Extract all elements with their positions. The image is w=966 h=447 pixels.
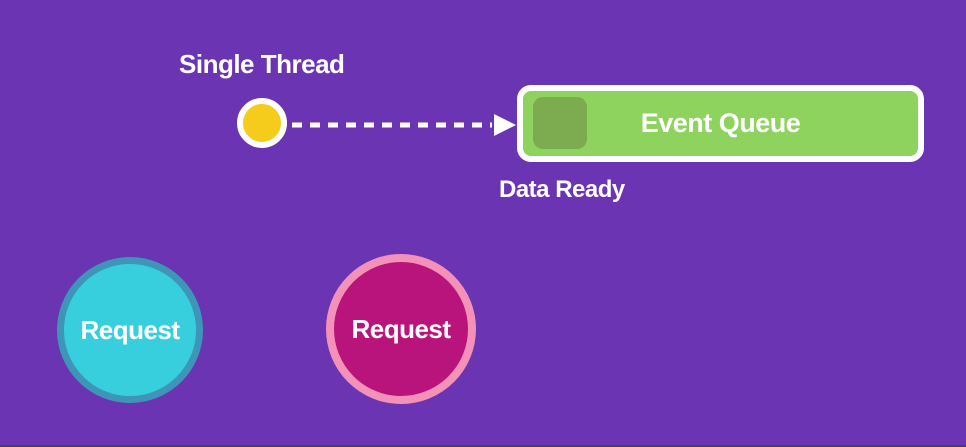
data-ready-label: Data Ready (499, 176, 625, 203)
single-thread-dot (237, 98, 287, 148)
request-circle-cyan: Request (57, 257, 203, 403)
event-queue-label: Event Queue (640, 108, 801, 138)
bottom-edge (0, 445, 966, 447)
single-thread-label: Single Thread (179, 49, 345, 79)
event-queue-slot (533, 97, 587, 149)
request-label: Request (351, 313, 451, 344)
request-label: Request (80, 314, 180, 345)
request-circle-magenta: Request (326, 254, 476, 404)
event-queue-box: Event Queue (517, 85, 924, 162)
data-ready-arrow (292, 114, 516, 136)
